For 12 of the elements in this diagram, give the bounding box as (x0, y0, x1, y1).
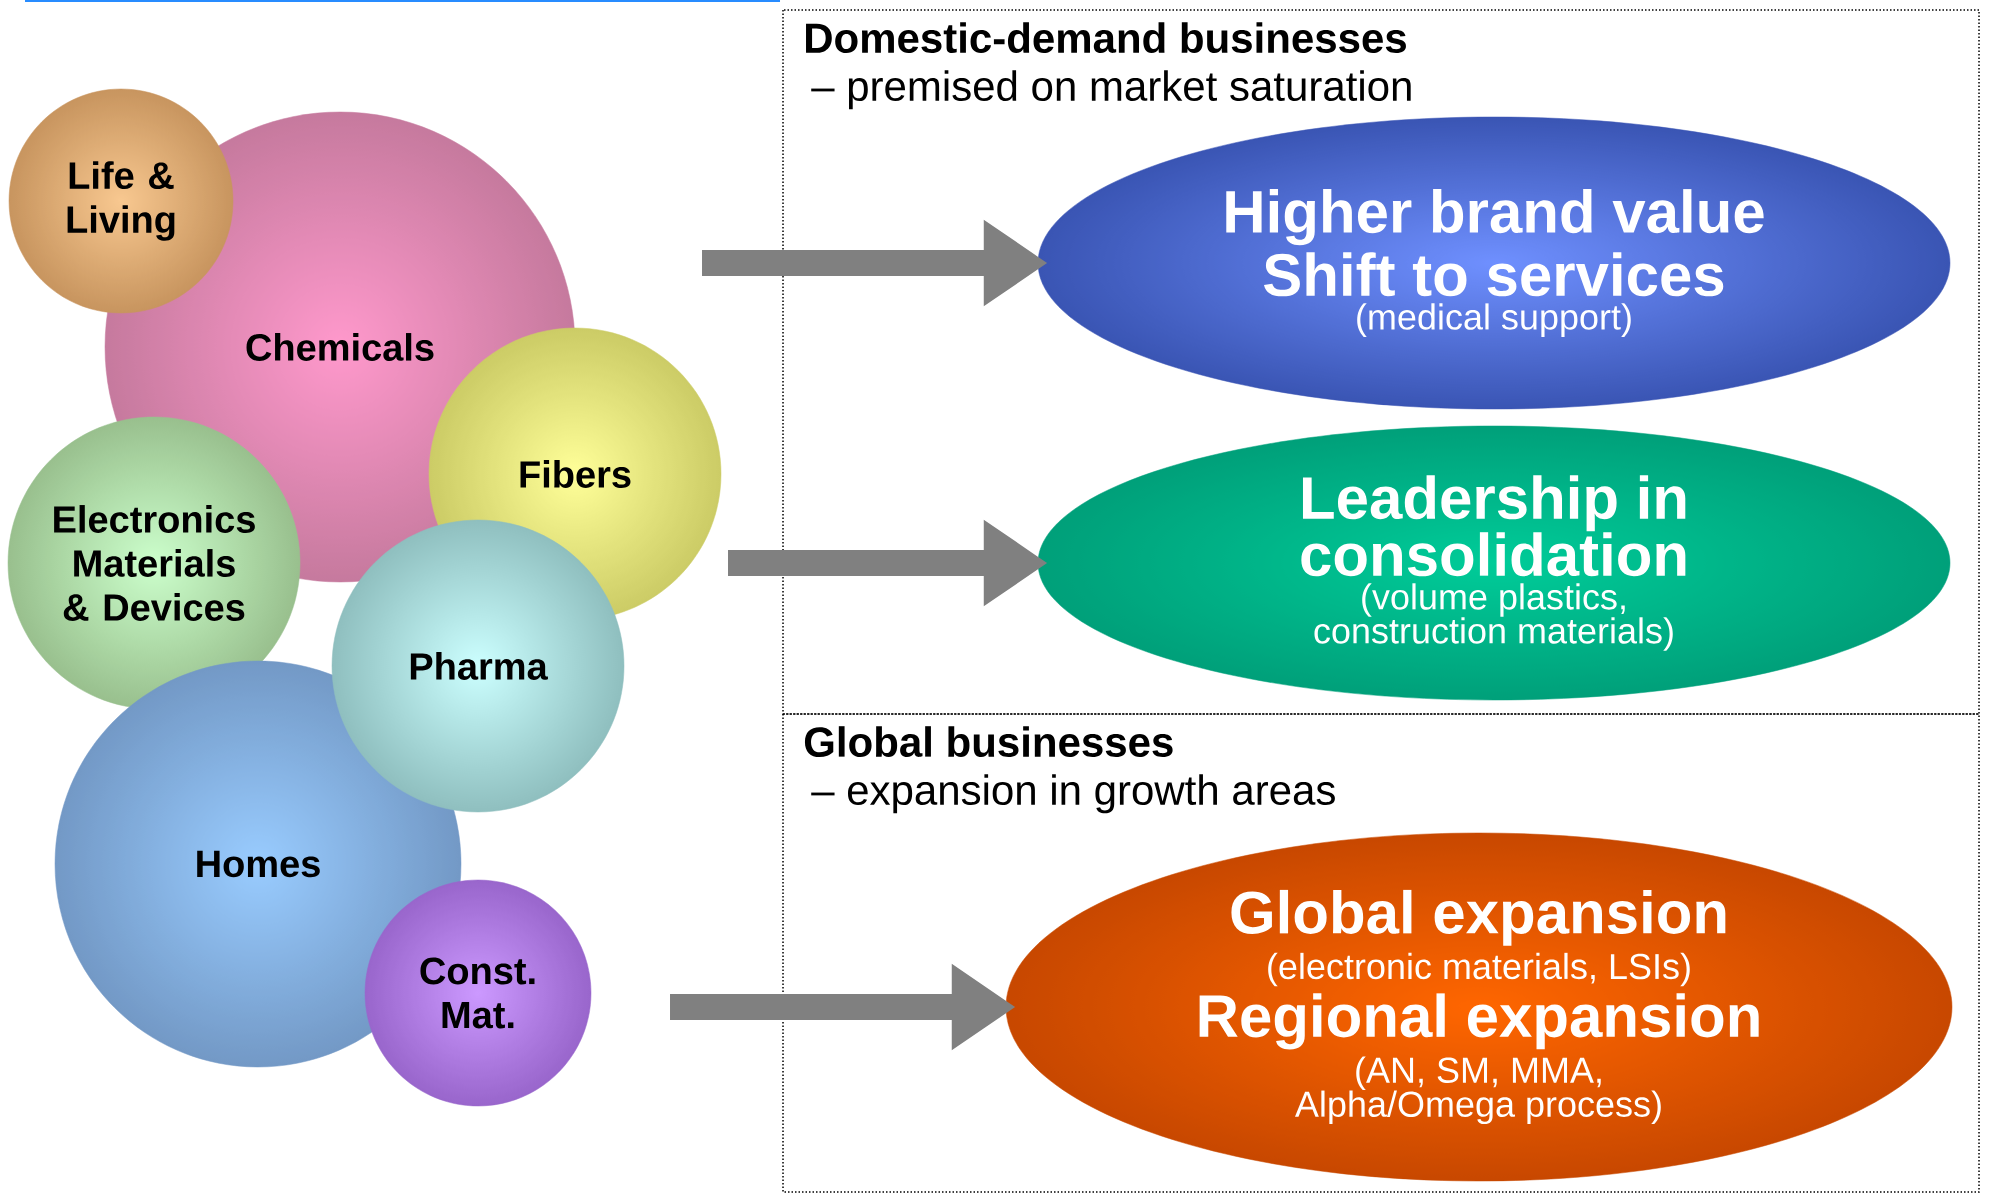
dotted-panel (782, 9, 1980, 715)
bubble: Life & Living (8, 88, 234, 314)
dotted-panel (782, 713, 1980, 1193)
panel-heading: Global businesses (804, 726, 1173, 758)
panel-subheading: – expansion in growth areas (811, 774, 1335, 814)
ellipse-goal: Higher brand value Shift to services (medical support) (1037, 116, 1951, 410)
panel-heading: Domestic-demand businesses (806, 22, 1406, 54)
bubble: Pharma (331, 519, 625, 813)
ellipse-goal: Global expansion (electronic materials, LSIs) Regional expansion (AN, SM, MMA, Alpha/Omega process) (1005, 832, 1953, 1182)
bubble: Const. Mat. (364, 879, 592, 1107)
ellipse-goal: Leadership in consolidation (volume plastics, construction materials) (1037, 425, 1951, 701)
panel-subheading: – premised on market saturation (811, 70, 1411, 110)
